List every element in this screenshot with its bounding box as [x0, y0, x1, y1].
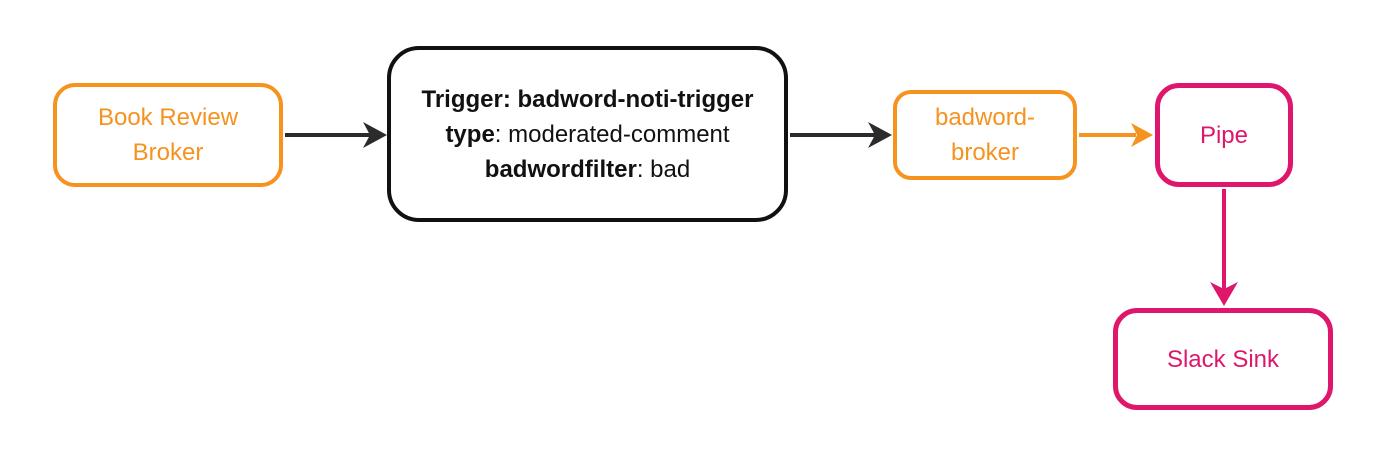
node-trigger: Trigger: badword-noti-trigger type: mode…: [387, 46, 788, 222]
trigger-badwordfilter-value: : bad: [636, 155, 691, 183]
node-slack-sink: Slack Sink: [1113, 308, 1333, 410]
node-badword-broker-label: badword-broker: [934, 104, 1036, 166]
node-book-review-broker-label: Book Review Broker: [97, 104, 239, 166]
trigger-type-key: type: [445, 120, 495, 148]
arrow-pipe-to-slack-sink: [1210, 189, 1238, 306]
node-pipe-label: Pipe: [1199, 121, 1249, 149]
arrow-badword-broker-to-pipe: [1079, 123, 1153, 147]
trigger-badwordfilter-key: badwordfilter: [484, 155, 637, 183]
node-slack-sink-label: Slack Sink: [1166, 345, 1280, 373]
arrow-book-to-trigger: [285, 122, 387, 148]
arrow-trigger-to-badword-broker: [790, 122, 892, 148]
node-pipe: Pipe: [1155, 83, 1293, 187]
node-book-review-broker: Book Review Broker: [53, 83, 283, 187]
trigger-line-name: Trigger: badword-noti-trigger: [422, 82, 754, 117]
node-badword-broker: badword-broker: [893, 90, 1077, 180]
trigger-type-value: : moderated-comment: [494, 120, 730, 148]
trigger-line-type: type: moderated-comment: [445, 117, 729, 152]
trigger-name-text: Trigger: badword-noti-trigger: [421, 85, 754, 113]
trigger-line-badwordfilter: badwordfilter: bad: [485, 152, 690, 187]
